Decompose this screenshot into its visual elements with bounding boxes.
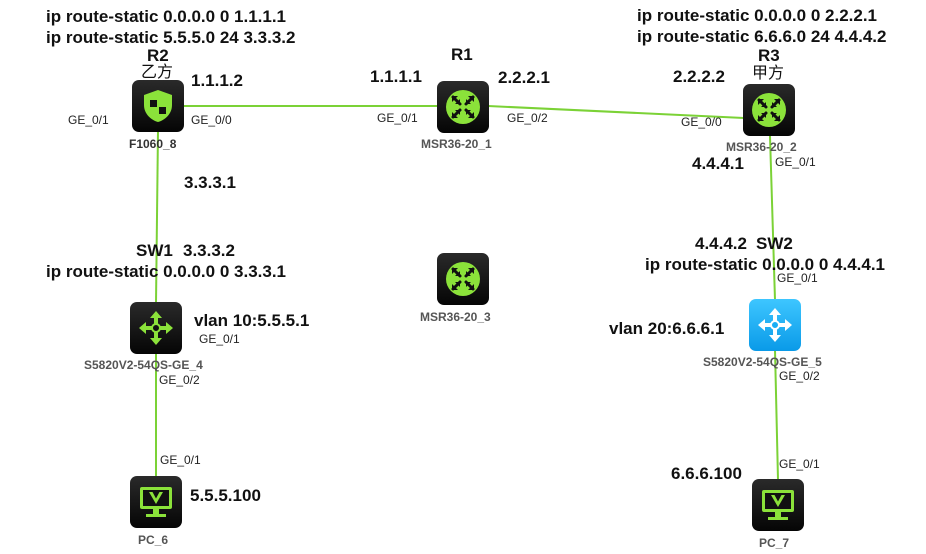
r1-port-ge02: GE_0/2 — [507, 111, 548, 125]
switch-sw1-node[interactable] — [130, 302, 182, 354]
r1-port-ge01: GE_0/1 — [377, 111, 418, 125]
vlan10-ip: vlan 10:5.5.5.1 — [194, 311, 310, 330]
link-r3-sw2[interactable] — [769, 135, 776, 301]
sw1-label: SW1 — [136, 241, 173, 260]
pc7-ip: 6.6.6.100 — [671, 464, 742, 483]
r2-ge01-ip: 3.3.3.1 — [184, 173, 236, 192]
firewall-r2-node[interactable] — [132, 80, 184, 132]
r2-label: R2 — [147, 46, 169, 65]
r2-route-static: ip route-static 5.5.5.0 24 3.3.3.2 — [46, 28, 296, 47]
sw2-ip: 4.4.4.2 — [695, 234, 747, 253]
r1-ge01-ip: 1.1.1.1 — [370, 67, 422, 86]
monitor-icon — [762, 490, 794, 520]
router-icon — [446, 90, 480, 124]
r2-party-label: 乙方 — [141, 62, 174, 81]
pc6-ip: 5.5.5.100 — [190, 486, 261, 505]
link-r1-r3[interactable] — [487, 105, 745, 119]
switch-arrows-icon — [139, 311, 173, 345]
sw2-port-ge02: GE_0/2 — [779, 369, 820, 383]
r2-ge00-ip: 1.1.1.2 — [191, 71, 243, 90]
switch-arrows-icon — [758, 308, 792, 342]
r3-route-static: ip route-static 6.6.6.0 24 4.4.4.2 — [637, 27, 887, 46]
r1-ge02-ip: 2.2.2.1 — [498, 68, 550, 87]
pc6-node[interactable] — [130, 476, 182, 528]
router-icon — [752, 93, 786, 127]
r2-route-default: ip route-static 0.0.0.0 0 1.1.1.1 — [46, 7, 287, 26]
pc6-device-name: PC_6 — [138, 533, 169, 547]
r3-ge00-ip: 2.2.2.2 — [673, 67, 725, 86]
switch-sw2-node[interactable] — [749, 299, 801, 351]
pc7-device-name: PC_7 — [759, 536, 790, 550]
r1-label: R1 — [451, 45, 473, 64]
r2-port-ge00: GE_0/0 — [191, 113, 232, 127]
pc6-port-ge01: GE_0/1 — [160, 453, 201, 467]
router-unlinked-node[interactable] — [437, 253, 489, 305]
sw2-label: SW2 — [756, 234, 793, 253]
shield-icon — [144, 90, 172, 122]
router-icon — [446, 262, 480, 296]
unlinked-device-name: MSR36-20_3 — [420, 310, 491, 324]
sw1-ip: 3.3.3.2 — [183, 241, 235, 260]
sw2-route-default: ip route-static 0.0.0.0 0 4.4.4.1 — [645, 255, 886, 274]
r1-device-name: MSR36-20_1 — [421, 137, 492, 151]
sw2-port-ge01: GE_0/1 — [777, 271, 818, 285]
r3-port-ge00: GE_0/0 — [681, 115, 722, 129]
link-r2-sw1[interactable] — [155, 129, 159, 304]
router-r3-node[interactable] — [743, 84, 795, 136]
r3-party-label: 甲方 — [752, 63, 785, 82]
sw1-device-name: S5820V2-54QS-GE_4 — [84, 358, 203, 372]
r3-device-name: MSR36-20_2 — [726, 140, 797, 154]
router-r1-node[interactable] — [437, 81, 489, 133]
r2-port-ge01: GE_0/1 — [68, 113, 109, 127]
sw2-device-name: S5820V2-54QS-GE_5 — [703, 355, 822, 369]
monitor-icon — [140, 487, 172, 517]
r3-ge01-ip: 4.4.4.1 — [692, 154, 744, 173]
r3-label: R3 — [758, 46, 780, 65]
pc7-node[interactable] — [752, 479, 804, 531]
r2-device-name: F1060_8 — [129, 137, 177, 151]
sw1-port-ge02: GE_0/2 — [159, 373, 200, 387]
pc7-port-ge01: GE_0/1 — [779, 457, 820, 471]
r3-port-ge01: GE_0/1 — [775, 155, 816, 169]
vlan20-ip: vlan 20:6.6.6.1 — [609, 319, 725, 338]
sw1-route-default: ip route-static 0.0.0.0 0 3.3.3.1 — [46, 262, 287, 281]
r3-route-default: ip route-static 0.0.0.0 0 2.2.2.1 — [637, 6, 878, 25]
link-sw2-pc7[interactable] — [774, 349, 779, 481]
sw1-port-ge01: GE_0/1 — [199, 332, 240, 346]
